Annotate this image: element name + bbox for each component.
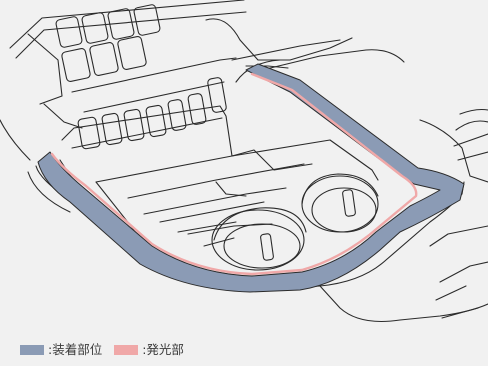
light-emitting-part bbox=[50, 72, 418, 276]
legend-item-light-emitting-part: :発光部 bbox=[114, 342, 184, 358]
mounting-area-swatch bbox=[20, 345, 44, 355]
legend-label-light-emitting-part: :発光部 bbox=[142, 342, 184, 357]
mounting-area bbox=[37, 63, 465, 293]
legend-label-mounting-area: :装着部位 bbox=[48, 342, 103, 357]
console-tray bbox=[59, 77, 379, 251]
dashboard-vents bbox=[9, 0, 405, 129]
legend-item-mounting-area: :装着部位 bbox=[20, 342, 102, 358]
cup-holders bbox=[211, 173, 379, 271]
light-emitting-part-swatch bbox=[114, 345, 139, 355]
legend: :装着部位 :発光部 bbox=[20, 342, 196, 358]
